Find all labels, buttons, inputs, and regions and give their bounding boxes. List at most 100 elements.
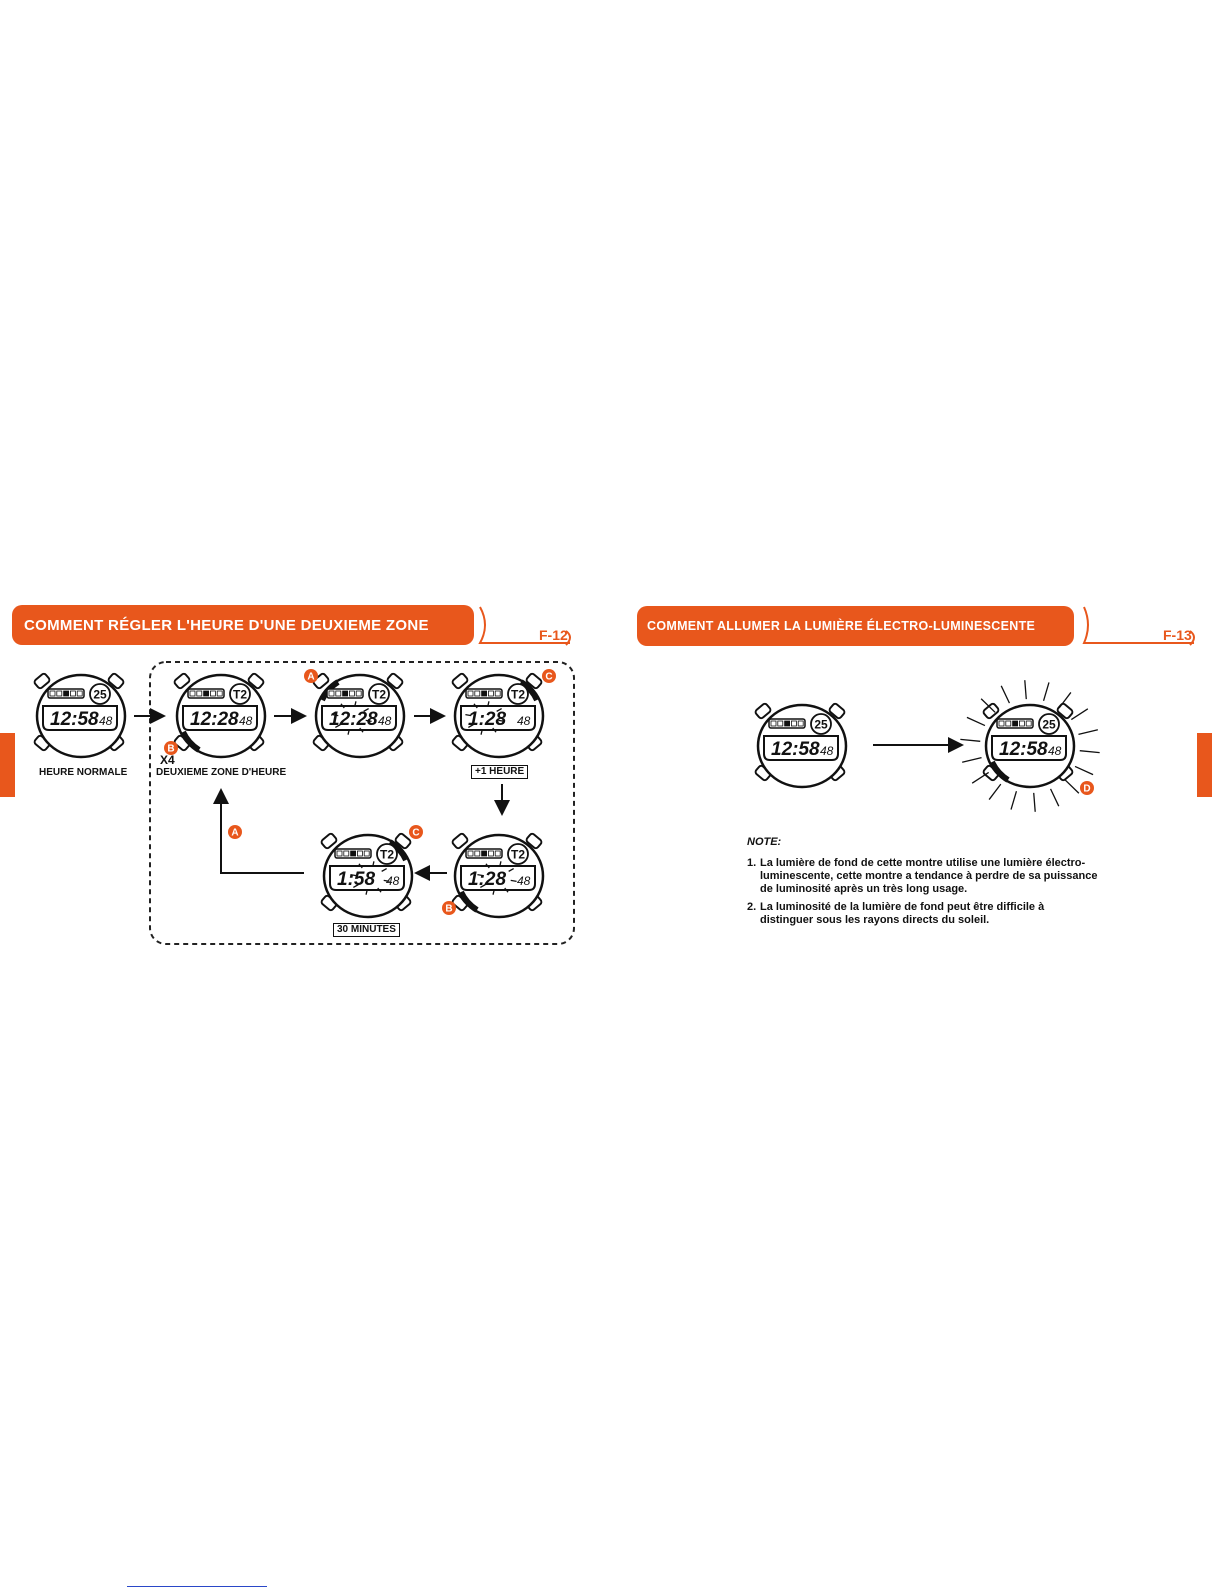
button-c-badge: C bbox=[541, 668, 557, 689]
sub-dial-text: T2 bbox=[372, 688, 386, 702]
sub-dial bbox=[507, 683, 529, 705]
sub-dial-text: T2 bbox=[233, 688, 247, 702]
note-item-1: 1. La lumière de fond de cette montre ut… bbox=[747, 857, 1107, 896]
badge-svg: A bbox=[228, 825, 242, 839]
seconds-display: 48 bbox=[517, 714, 531, 728]
left-page-number: F-12 bbox=[539, 627, 568, 643]
watch-lug bbox=[173, 672, 191, 690]
second-zone-label: DEUXIEME ZONE D'HEURE bbox=[156, 767, 287, 778]
badge-letter: C bbox=[545, 672, 552, 683]
watch-lug bbox=[525, 672, 543, 690]
seconds-display: 48 bbox=[239, 714, 253, 728]
watch-lug bbox=[394, 832, 412, 850]
watch-lug bbox=[320, 832, 338, 850]
time-display: 1:58 bbox=[337, 869, 375, 890]
badge-letter: C bbox=[412, 828, 419, 839]
watch-lug bbox=[247, 672, 265, 690]
seconds-display: 48 bbox=[1048, 744, 1062, 758]
pressed-button-mark bbox=[458, 890, 479, 913]
sub-dial bbox=[810, 713, 832, 735]
sub-dial bbox=[229, 683, 251, 705]
lcd-window bbox=[460, 705, 536, 731]
sub-dial-text: T2 bbox=[511, 848, 525, 862]
badge-svg: C bbox=[542, 669, 556, 683]
badge-letter: A bbox=[231, 828, 238, 839]
time-display: 1:28 bbox=[468, 709, 506, 730]
pressed-button-mark bbox=[989, 760, 1010, 783]
watch-lug bbox=[525, 832, 543, 850]
sub-dial-text: 25 bbox=[1042, 718, 1056, 732]
badge-letter: B bbox=[445, 904, 452, 915]
watch-face-svg: T2 1:28 48 bbox=[451, 672, 545, 759]
time-display: 12:58 bbox=[50, 709, 99, 730]
note-item-2-number: 2. bbox=[747, 901, 757, 913]
sub-dial bbox=[376, 843, 398, 865]
badge-svg: B bbox=[442, 901, 456, 915]
badge-circle bbox=[228, 825, 242, 839]
badge-letter: D bbox=[1083, 784, 1090, 795]
thirty-minutes-label: 30 MINUTES bbox=[333, 923, 400, 937]
seconds-display: 48 bbox=[820, 744, 834, 758]
pressed-button-mark bbox=[519, 679, 540, 702]
light-ray bbox=[1033, 792, 1036, 812]
sub-dial bbox=[507, 843, 529, 865]
button-a-badge: A bbox=[227, 824, 243, 845]
light-ray bbox=[1078, 729, 1098, 736]
lcd-window bbox=[182, 705, 258, 731]
watch-lug bbox=[828, 702, 846, 720]
lcd-window bbox=[42, 705, 118, 731]
right-side-tab bbox=[1197, 733, 1212, 797]
right-page-number: F-13 bbox=[1163, 627, 1192, 643]
watch-lug bbox=[107, 672, 125, 690]
time-display: 12:28 bbox=[190, 709, 239, 730]
watch-plus-hour-flashing: T2 1:28 48 bbox=[451, 670, 547, 767]
badge-circle bbox=[542, 669, 556, 683]
badge-svg: A bbox=[304, 669, 318, 683]
note-title: NOTE: bbox=[747, 836, 782, 848]
badge-svg: B bbox=[164, 741, 178, 755]
light-ray bbox=[1079, 750, 1100, 754]
button-b-badge: B bbox=[163, 740, 179, 761]
watch-lug bbox=[33, 672, 51, 690]
left-header-bracket bbox=[478, 606, 571, 646]
watch-lug bbox=[451, 672, 469, 690]
button-b-badge: B bbox=[441, 900, 457, 921]
normal-time-label: HEURE NORMALE bbox=[39, 767, 128, 778]
flash-marks bbox=[477, 861, 517, 895]
watch-lug bbox=[386, 672, 404, 690]
note-item-1-number: 1. bbox=[747, 857, 757, 869]
lcd-window bbox=[763, 735, 839, 761]
pressed-button-mark bbox=[388, 839, 409, 862]
right-page-title: COMMENT ALLUMER LA LUMIÈRE ÉLECTRO-LUMIN… bbox=[647, 619, 1036, 633]
light-ray bbox=[960, 738, 981, 742]
sub-dial-text: T2 bbox=[511, 688, 525, 702]
badge-circle bbox=[1080, 781, 1094, 795]
left-side-tab bbox=[0, 733, 15, 797]
badge-circle bbox=[304, 669, 318, 683]
sub-dial bbox=[368, 683, 390, 705]
sub-dial-text: 25 bbox=[814, 718, 828, 732]
badge-letter: B bbox=[167, 744, 174, 755]
light-ray bbox=[1010, 791, 1018, 810]
watch-lug bbox=[982, 702, 1000, 720]
badge-circle bbox=[442, 901, 456, 915]
seconds-display: 48 bbox=[378, 714, 392, 728]
button-d-badge: D bbox=[1079, 780, 1095, 801]
time-display: 12:28 bbox=[329, 709, 378, 730]
flash-marks bbox=[350, 861, 390, 895]
note-item-1-text: La lumière de fond de cette montre utili… bbox=[760, 857, 1098, 895]
badge-circle bbox=[164, 741, 178, 755]
button-c-badge: C bbox=[408, 824, 424, 845]
